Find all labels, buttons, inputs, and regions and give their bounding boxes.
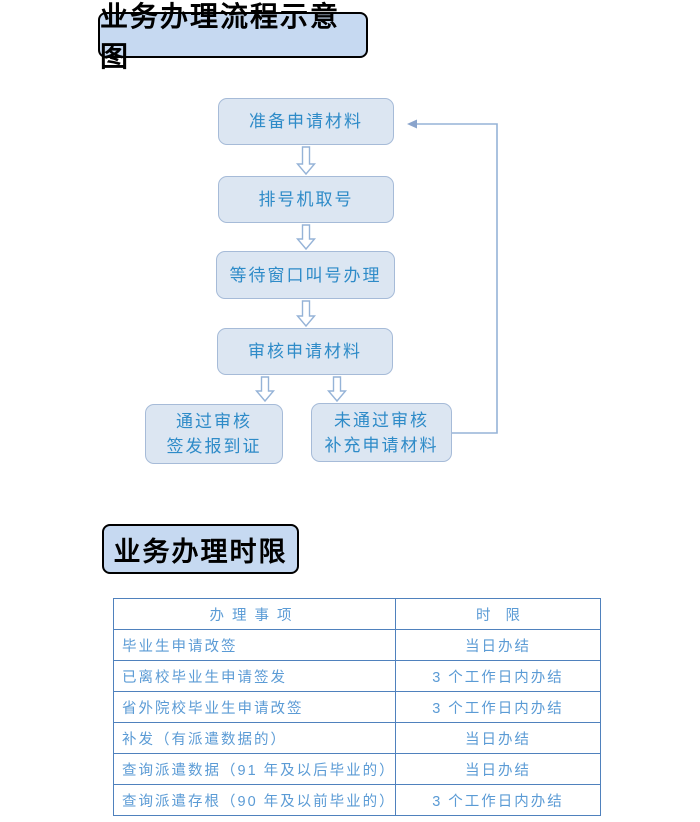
flow-node-rejected: 未通过审核 补充申请材料 [311,403,452,462]
table-row: 查询派遣存根（90 年及以前毕业的） 3 个工作日内办结 [113,784,601,816]
flow-node-label-line1: 未通过审核 [334,410,429,430]
limit-cell: 当日办结 [395,722,601,754]
item-cell: 补发（有派遣数据的） [113,722,396,754]
item-cell: 查询派遣存根（90 年及以前毕业的） [113,784,396,816]
flow-node-label: 审核申请材料 [248,342,362,361]
flow-node-review-materials: 审核申请材料 [217,328,393,375]
table-row: 已离校毕业生申请签发 3 个工作日内办结 [113,660,601,692]
loop-back-line [410,123,498,434]
flow-section-title-label: 业务办理流程示意图 [100,2,341,73]
table-row: 补发（有派遣数据的） 当日办结 [113,722,601,754]
flow-section-title: 业务办理流程示意图 [98,2,368,73]
table-section-title: 业务办理时限 [102,524,299,574]
flow-node-approved: 通过审核 签发报到证 [145,404,283,464]
hollow-down-arrow-icon [295,146,317,176]
limit-cell: 3 个工作日内办结 [395,660,601,692]
hollow-down-arrow-icon [254,376,276,403]
table-header-limit: 时限 [395,598,601,630]
item-cell: 毕业生申请改签 [113,629,396,661]
item-cell: 已离校毕业生申请签发 [113,660,396,692]
flow-node-label: 准备申请材料 [249,112,363,131]
hollow-down-arrow-icon [295,300,317,328]
loop-back-left-arrow-icon [407,119,417,129]
flow-node-label-line1: 通过审核 [176,412,252,431]
flow-node-label-line2: 签发报到证 [166,437,262,456]
table-row: 省外院校毕业生申请改签 3 个工作日内办结 [113,691,601,723]
flow-node-take-queue-number: 排号机取号 [218,176,394,223]
flow-node-wait-window-call: 等待窗口叫号办理 [216,251,395,299]
flow-node-label-line2: 补充申请材料 [324,435,439,455]
hollow-down-arrow-icon [326,376,348,403]
flow-node-label: 排号机取号 [258,190,354,209]
table-row: 查询派遣数据（91 年及以后毕业的） 当日办结 [113,753,601,785]
item-cell: 省外院校毕业生申请改签 [113,691,396,723]
hollow-down-arrow-icon [295,224,317,251]
limit-cell: 当日办结 [395,753,601,785]
time-limit-table: 办理事项 时限 毕业生申请改签 当日办结 已离校毕业生申请签发 3 个工作日内办… [113,598,601,816]
table-header-item: 办理事项 [113,598,396,630]
item-cell: 查询派遣数据（91 年及以后毕业的） [113,753,396,785]
flow-node-label: 等待窗口叫号办理 [229,265,382,285]
limit-cell: 3 个工作日内办结 [395,784,601,816]
table-row: 毕业生申请改签 当日办结 [113,629,601,661]
table-header-row: 办理事项 时限 [113,598,601,630]
flow-node-prepare-materials: 准备申请材料 [218,98,394,145]
limit-cell: 当日办结 [395,629,601,661]
limit-cell: 3 个工作日内办结 [395,691,601,723]
table-section-title-label: 业务办理时限 [113,536,288,567]
